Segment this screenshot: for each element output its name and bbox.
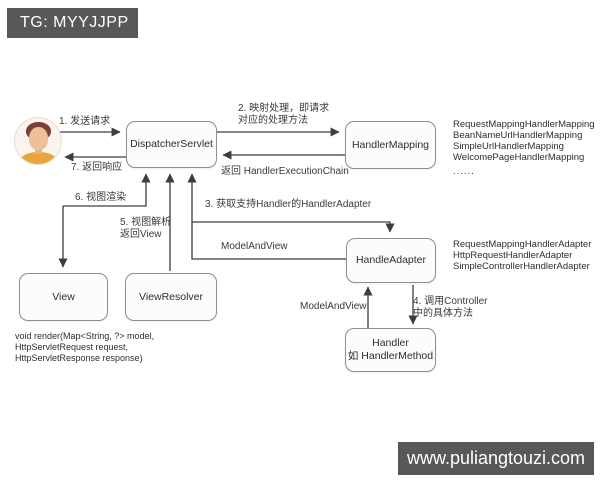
watermark-bottom-text: www.puliangtouzi.com — [406, 448, 586, 468]
edge-label-step4-line2: 中的具体方法 — [413, 308, 473, 319]
node-handle-adapter: HandleAdapter — [346, 238, 436, 283]
code-line: void render(Map<String, ?> model, — [15, 331, 155, 341]
list-item: SimpleControllerHandlerAdapter — [453, 261, 590, 272]
node-handler-label-line2: 如 HandlerMethod — [347, 350, 434, 362]
avatar-shirt — [19, 152, 58, 164]
node-view-resolver-label: ViewResolver — [139, 290, 203, 303]
edge-label-step4: 4. 调用Controller 中的具体方法 — [413, 296, 487, 320]
edge-label-modelandview-upper: ModelAndView — [221, 241, 288, 252]
avatar-neck — [35, 147, 42, 154]
edge-label-step6: 6. 视图渲染 — [75, 192, 127, 203]
edge-label-step2-line1: 2. 映射处理，即请求 — [238, 103, 330, 114]
node-handle-adapter-label: HandleAdapter — [355, 254, 427, 266]
node-handler-label-line1: Handler — [372, 337, 409, 349]
edge-label-return-handlerexecutionchain: 返回 HandlerExecutionChain — [221, 166, 349, 177]
node-dispatcher-servlet-label: DispatcherServlet — [130, 138, 213, 150]
handler-adapter-implementations-list: RequestMappingHandlerAdapter HttpRequest… — [453, 239, 591, 272]
render-method-signature: void render(Map<String, ?> model, HttpSe… — [15, 331, 154, 363]
node-view-resolver: ViewResolver — [125, 273, 217, 321]
list-item: WelcomePageHandlerMapping — [453, 152, 585, 163]
arrow-dispatcher-to-handleadapter — [192, 221, 395, 233]
watermark-bottom-right: www.puliangtouzi.com — [398, 442, 594, 475]
code-line: HttpServletResponse response) — [15, 352, 143, 363]
watermark-top-left: TG: MYYJJPP — [7, 8, 138, 38]
handler-mapping-implementations-list: RequestMappingHandlerMapping BeanNameUrl… — [453, 119, 595, 177]
list-item: RequestMappingHandlerMapping — [453, 119, 595, 130]
watermark-top-text: TG: MYYJJPP — [20, 14, 129, 31]
edge-label-step2-line2: 对应的处理方法 — [238, 115, 308, 126]
list-item: SimpleUrlHandlerMapping — [453, 141, 564, 152]
edge-label-step7: 7. 返回响应 — [71, 162, 123, 173]
edge-label-step5-line2: 返回View — [120, 229, 162, 240]
node-view: View — [19, 273, 108, 321]
list-item: HttpRequestHandlerAdapter — [453, 250, 573, 261]
list-item-ellipsis: ...... — [453, 166, 475, 177]
edge-label-step2: 2. 映射处理，即请求 对应的处理方法 — [238, 103, 329, 127]
node-view-label: View — [52, 290, 75, 303]
edge-label-step4-line1: 4. 调用Controller — [413, 296, 488, 307]
edge-label-modelandview-lower: ModelAndView — [300, 301, 367, 312]
code-line: HttpServletRequest request, — [15, 341, 129, 352]
edge-label-step1: 1. 发送请求 — [59, 116, 111, 127]
node-handler-mapping-label: HandlerMapping — [351, 138, 430, 151]
avatar-face — [29, 127, 48, 150]
edge-label-step5: 5. 视图解析 返回View — [120, 217, 171, 241]
user-avatar-icon — [14, 117, 62, 165]
node-dispatcher-servlet: DispatcherServlet — [126, 121, 217, 168]
node-handler: Handler 如 HandlerMethod — [345, 328, 436, 372]
edge-label-step3: 3. 获取支持Handler的HandlerAdapter — [205, 199, 372, 210]
node-handler-mapping: HandlerMapping — [345, 121, 436, 169]
list-item: RequestMappingHandlerAdapter — [453, 239, 592, 250]
edge-label-step5-line1: 5. 视图解析 — [120, 217, 172, 228]
list-item: BeanNameUrlHandlerMapping — [453, 130, 583, 141]
